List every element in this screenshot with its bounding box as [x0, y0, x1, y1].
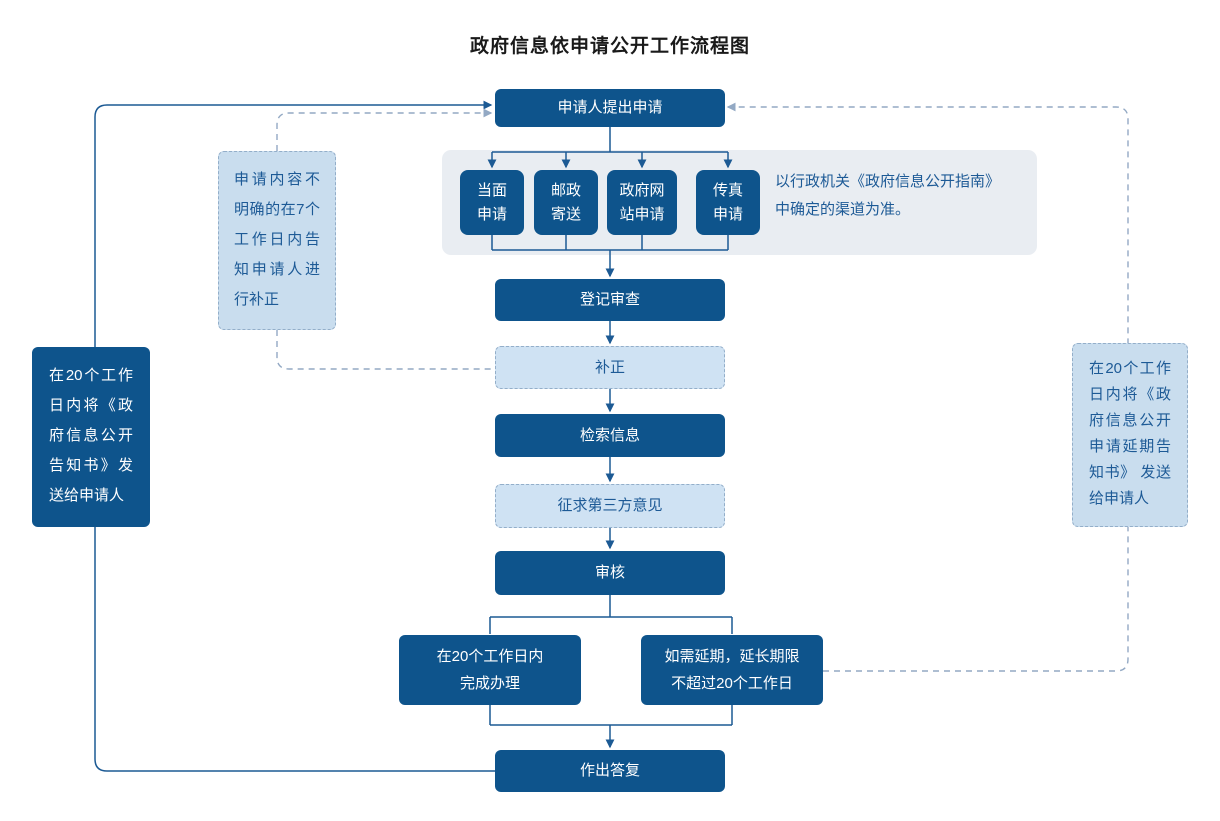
flow-node-complete: 在20个工作日内完成办理 — [399, 635, 581, 705]
channel-box-postal: 邮政寄送 — [534, 170, 598, 235]
flow-node-register: 登记审查 — [495, 279, 725, 321]
note-reply-notice: 在20个工作日内将《政府信息公开告知书》发送给申请人 — [32, 347, 150, 527]
flow-node-third-party: 征求第三方意见 — [495, 484, 725, 528]
flow-node-retrieve: 检索信息 — [495, 414, 725, 457]
flow-node-correction: 补正 — [495, 346, 725, 389]
note-correction-deadline: 申请内容不明确的在7个工作日内告知申请人进行补正 — [218, 151, 336, 330]
link-correction-to-note — [276, 330, 494, 370]
loop-extend-to-apply — [726, 102, 1129, 672]
channel-box-fax: 传真申请 — [696, 170, 760, 235]
channel-box-website: 政府网站申请 — [607, 170, 677, 235]
flow-node-review: 审核 — [495, 551, 725, 595]
flow-node-extend: 如需延期，延长期限不超过20个工作日 — [641, 635, 823, 705]
channel-note-text: 以行政机关《政府信息公开指南》中确定的渠道为准。 — [775, 173, 1001, 218]
loop-correctionnote-to-apply — [276, 108, 493, 151]
note-extension-notice: 在20个工作日内将《政府信息公开申请延期告知书》 发送给申请人 — [1072, 343, 1188, 527]
page-title: 政府信息依申请公开工作流程图 — [469, 36, 750, 57]
channel-box-in-person: 当面申请 — [460, 170, 524, 235]
flow-node-reply: 作出答复 — [495, 750, 725, 792]
flow-node-apply: 申请人提出申请 — [495, 89, 725, 127]
